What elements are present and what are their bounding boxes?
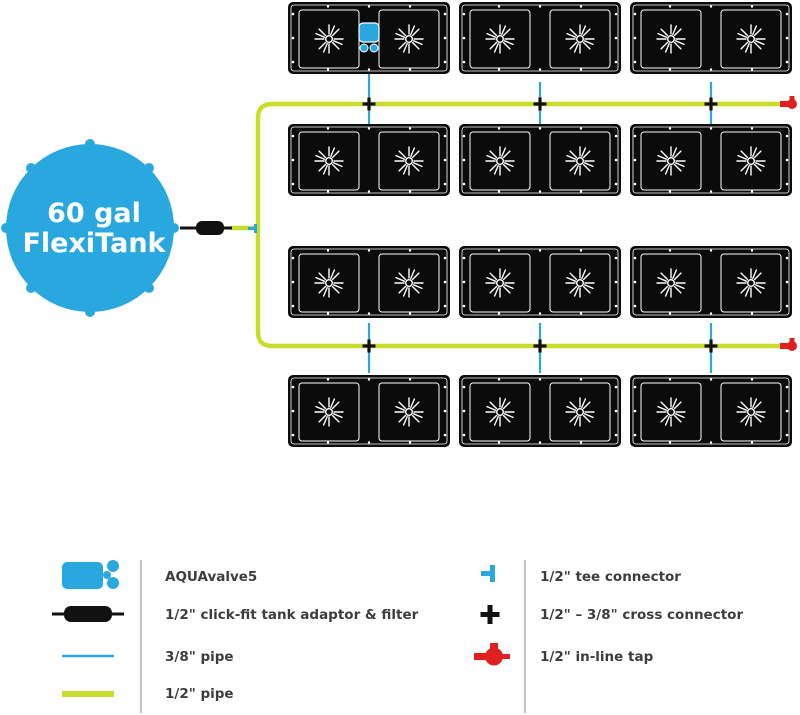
tray [288, 124, 450, 196]
inline-tap-icon [780, 338, 797, 351]
tray-row-4 [288, 375, 792, 447]
tray-row-2 [288, 124, 792, 196]
legend-label-tank-adaptor: 1/2" click-fit tank adaptor & filter [165, 607, 419, 623]
inline-tap-icon [780, 96, 797, 109]
tray [459, 375, 621, 447]
tray [459, 246, 621, 318]
cross-connector-icon [704, 97, 718, 111]
legend-label-aquavalve: AQUAvalve5 [165, 569, 257, 585]
tray [630, 375, 792, 447]
inline-tap-icon [474, 643, 510, 666]
legend-label-tee-connector: 1/2" tee connector [540, 569, 681, 585]
cross-connector-icon [533, 97, 547, 111]
tee-connector-icon [481, 565, 495, 582]
cross-connector-icon [362, 339, 376, 353]
tray [459, 124, 621, 196]
tray [630, 246, 792, 318]
legend-label-cross-connector: 1/2" – 3/8" cross connector [540, 607, 743, 623]
tray [630, 2, 792, 74]
cross-connector-icon [533, 339, 547, 353]
tray-row-3 [288, 246, 792, 318]
tray [288, 375, 450, 447]
legend-label-small-pipe: 3/8" pipe [165, 649, 234, 665]
tank-adaptor-filter-icon [180, 221, 232, 235]
tee-connector-icon [248, 224, 257, 233]
legend-label-inline-tap: 1/2" in-line tap [540, 649, 654, 665]
tray [459, 2, 621, 74]
cross-connector-icon [480, 605, 500, 624]
tank-name-label: FlexiTank [22, 228, 166, 259]
cross-connector-icon [704, 339, 718, 353]
cross-connector-icon [362, 97, 376, 111]
flexitank: 60 gal FlexiTank [1, 139, 179, 317]
tank-adaptor-filter-icon [52, 606, 124, 622]
tray [630, 124, 792, 196]
tray [288, 246, 450, 318]
legend-label-large-pipe: 1/2" pipe [165, 686, 234, 702]
aquavalve-icon [358, 22, 380, 53]
aquavalve-icon [62, 560, 119, 589]
legend: AQUAvalve5 1/2" click-fit tank adaptor &… [52, 560, 743, 713]
tank-capacity-label: 60 gal [47, 198, 141, 229]
